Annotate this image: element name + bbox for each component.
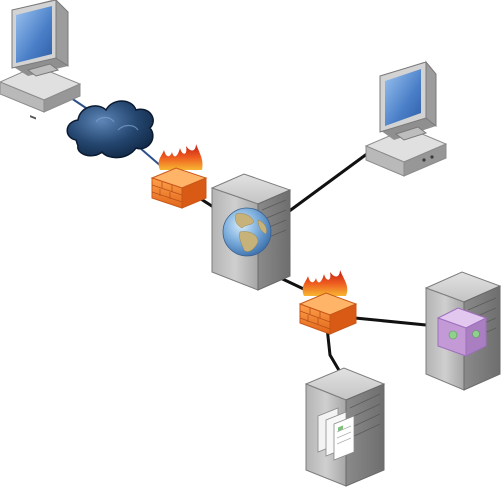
web-server-icon: [210, 173, 292, 291]
client-workstation-icon: [0, 0, 82, 120]
outer-firewall-icon: [150, 144, 208, 209]
application-server-icon: [424, 271, 502, 391]
link-web-server-to-admin-workstation: [287, 146, 376, 214]
cube-icon: [436, 307, 488, 357]
inner-firewall-icon: [298, 270, 358, 335]
documents-icon: [317, 407, 355, 461]
admin-workstation-icon: [364, 60, 448, 177]
link-internet-to-outer-firewall: [139, 147, 163, 168]
content-server-icon: [304, 367, 386, 487]
globe-icon: [222, 207, 272, 257]
internet-cloud-icon: [66, 100, 154, 159]
